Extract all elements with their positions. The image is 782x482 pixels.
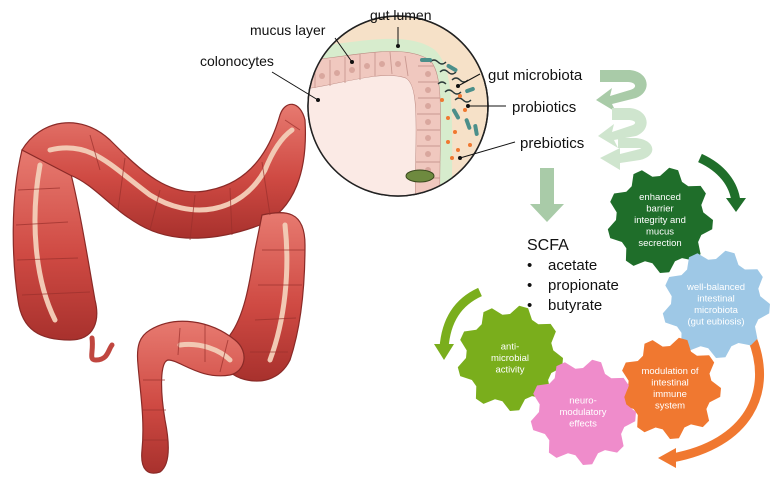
probiotics-label: probiotics <box>512 99 576 116</box>
gear-neuro-shape <box>530 359 636 465</box>
gut-microbiota-label: gut microbiota <box>488 67 583 84</box>
rotation-arrow-lime <box>439 287 483 349</box>
gear-barrier-line-4: secrection <box>638 238 681 249</box>
gear-microbiota-line-0: well-balanced <box>686 282 745 293</box>
gear-immune-line-0: modulation of <box>641 366 698 377</box>
gear-barrier-line-0: enhanced <box>639 192 681 203</box>
gear-immune-shape <box>619 337 721 439</box>
colon-illustration <box>12 103 307 474</box>
gear-immune-line-1: intestinal <box>651 377 689 388</box>
gear-barrier-line-1: barrier <box>646 204 673 215</box>
mucus-layer-label: mucus layer <box>250 22 326 38</box>
down-arrow-to-scfa <box>530 168 564 222</box>
gear-barrier-shape <box>607 167 713 273</box>
probiotics-arrow <box>598 108 647 148</box>
scfa-item-butyrate: butyrate <box>548 297 602 314</box>
rectum <box>136 320 245 474</box>
input-arrows <box>530 70 653 222</box>
scfa-bullet-3: • <box>527 297 532 314</box>
gear-neuro-line-2: effects <box>569 419 597 430</box>
gear-microbiota-line-1: intestinal <box>697 293 735 304</box>
gear-microbiota-shape <box>662 250 770 358</box>
scfa-title: SCFA <box>527 237 569 254</box>
rotation-arrow-dark-green <box>697 153 741 203</box>
prebiotics-label: prebiotics <box>520 135 584 152</box>
lamina-propria <box>308 75 416 196</box>
gear-barrier-line-2: integrity and <box>634 215 686 226</box>
gear-neuro-line-1: modulatory <box>560 407 607 418</box>
leader-lines <box>271 27 516 159</box>
scfa-bullet-2: • <box>527 277 532 294</box>
gear-neuro-line-0: neuro- <box>569 396 596 407</box>
appendix <box>89 335 115 363</box>
scfa-bullet-1: • <box>527 257 532 274</box>
gut-lumen-label: gut lumen <box>370 7 431 23</box>
scfa-block: SCFA • acetate • propionate • butyrate <box>527 237 619 314</box>
goblet-cell <box>405 169 435 183</box>
gear-antimicrobial-line-0: anti- <box>501 342 519 353</box>
colonocytes-label: colonocytes <box>200 53 274 69</box>
haustra <box>15 119 305 441</box>
gear-microbiota-line-2: microbiota <box>694 305 739 316</box>
gear-immune-line-3: system <box>655 400 685 411</box>
gear-barrier-line-3: mucus <box>646 227 674 238</box>
gear-immune-line-2: immune <box>653 389 687 400</box>
microbiota-arrow <box>596 70 647 112</box>
intestinal-wall-closeup <box>307 15 489 197</box>
prebiotics-arrow <box>600 138 653 170</box>
gear-antimicrobial-shape <box>457 305 563 411</box>
transverse-colon <box>21 103 307 239</box>
scfa-item-acetate: acetate <box>548 257 597 274</box>
gear-antimicrobial-line-1: microbial <box>491 353 529 364</box>
gear-microbiota-line-3: (gut eubiosis) <box>687 316 744 327</box>
scfa-item-propionate: propionate <box>548 277 619 294</box>
rotation-arrow-orange <box>671 336 765 463</box>
gear-antimicrobial-line-2: activity <box>495 365 524 376</box>
